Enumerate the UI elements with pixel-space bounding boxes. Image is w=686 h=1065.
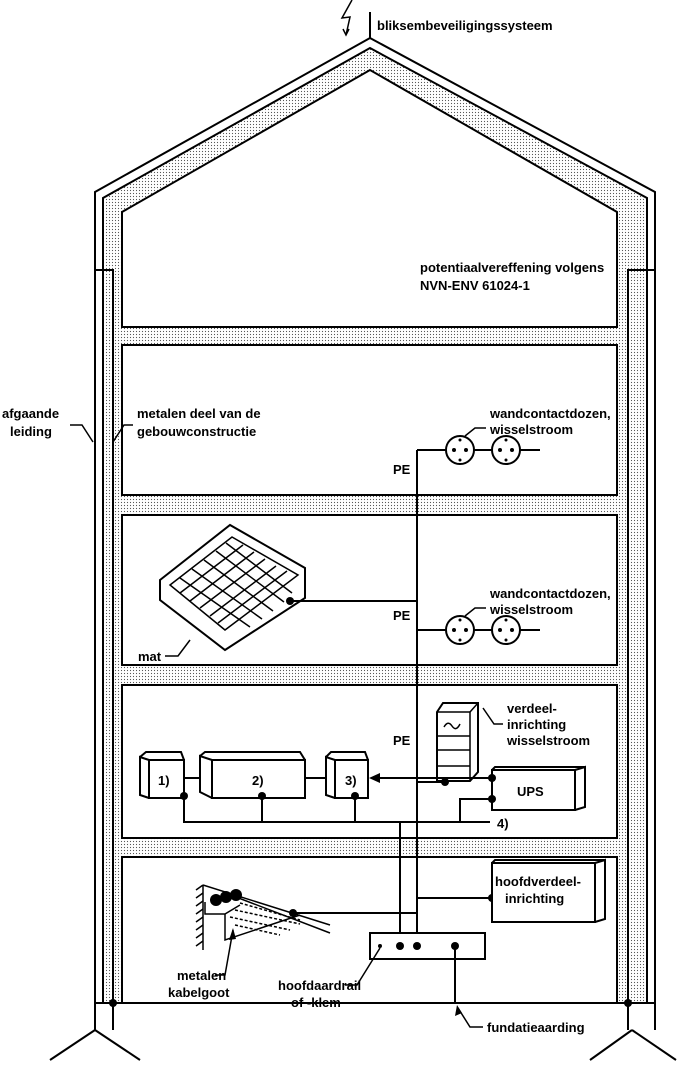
lightning-icon [340, 0, 353, 37]
pe-label: PE [393, 462, 411, 477]
distribution-board-icon [436, 702, 479, 782]
junction-dot [488, 774, 496, 782]
foundation-label: fundatieaarding [487, 1020, 585, 1035]
leader-line [464, 607, 486, 617]
floor-3-room [121, 344, 618, 496]
bus-label: 4) [497, 816, 509, 831]
lightning-label: bliksembeveiligingssysteem [377, 18, 553, 33]
metal-part-label-1: metalen deel van de [137, 406, 261, 421]
main-distribution-label-2: inrichting [505, 891, 564, 906]
socket-outlet-icon [445, 615, 475, 645]
equipotential-label-2: NVN-ENV 61024-1 [420, 278, 530, 293]
equipotential-label-1: potentiaalvereffening volgens [420, 260, 604, 275]
arrow-icon [229, 928, 236, 940]
leader-line [482, 707, 503, 725]
main-earth-label-1: hoofdaardrail [278, 978, 361, 993]
sockets-label-2: wisselstroom [489, 602, 573, 617]
leader-line [457, 1007, 483, 1028]
sockets-label-1: wandcontactdozen, [489, 586, 611, 601]
box-3-label: 3) [345, 773, 357, 788]
main-earth-label-2: of -klem [291, 995, 341, 1010]
leader-line [345, 947, 381, 986]
distribution-label-1: verdeel- [507, 701, 557, 716]
junction-dot [624, 999, 632, 1007]
outgoing-pipe-label-2: leiding [10, 424, 52, 439]
junction-dot [413, 942, 421, 950]
box-2-label: 2) [252, 773, 264, 788]
mat-label: mat [138, 649, 162, 664]
equipment-box-1 [139, 751, 185, 799]
ups-label: UPS [517, 784, 544, 799]
leader-line [215, 929, 234, 976]
junction-dot [396, 942, 404, 950]
main-earthing-terminal [369, 932, 486, 960]
pe-label: PE [393, 608, 411, 623]
socket-outlet-icon [491, 615, 521, 645]
distribution-label-2: inrichting [507, 717, 566, 732]
main-distribution-box [491, 858, 606, 923]
functional-earth-bus [183, 796, 492, 823]
sockets-label-2: wisselstroom [489, 422, 573, 437]
box-1-label: 1) [158, 773, 170, 788]
leader-line [70, 424, 94, 443]
outgoing-pipe-label-1: afgaande [2, 406, 59, 421]
leader-line [112, 424, 133, 443]
distribution-label-3: wisselstroom [506, 733, 590, 748]
arrow-icon [455, 1005, 462, 1016]
cable-tray-label-2: kabelgoot [168, 985, 230, 1000]
leader-line [165, 639, 191, 657]
junction-dot [109, 999, 117, 1007]
sockets-label-1: wandcontactdozen, [489, 406, 611, 421]
attic-room [121, 68, 618, 328]
arrow-icon [369, 773, 380, 783]
metal-part-label-2: gebouwconstructie [137, 424, 256, 439]
socket-outlet-icon [491, 435, 521, 465]
cable-tray-icon [195, 884, 331, 950]
equipment-box-2 [199, 751, 306, 799]
socket-outlet-icon [445, 435, 475, 465]
down-conductor-right [627, 269, 655, 1030]
junction-dot [441, 778, 449, 786]
ups-box [491, 765, 586, 811]
floor-mat-icon [159, 523, 306, 652]
pe-label: PE [393, 733, 411, 748]
leader-line [464, 427, 486, 437]
equipment-box-3 [325, 751, 369, 799]
cable-tray-label-1: metalen [177, 968, 226, 983]
earth-electrode-right [589, 1029, 677, 1061]
down-conductor-left [95, 269, 114, 1030]
main-distribution-label-1: hoofdverdeel- [495, 874, 581, 889]
earth-electrode-left [49, 1029, 141, 1061]
